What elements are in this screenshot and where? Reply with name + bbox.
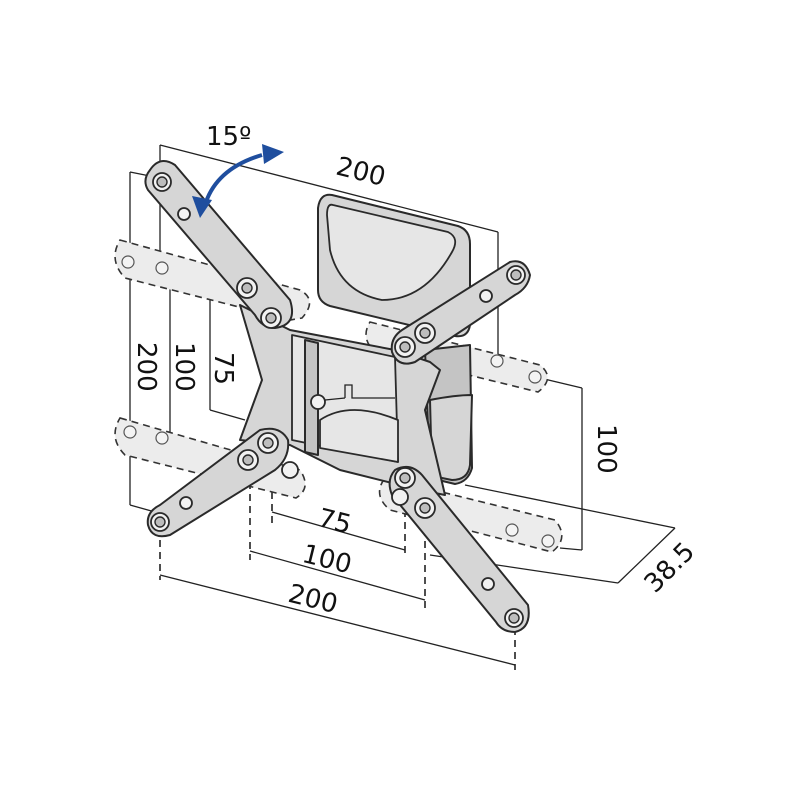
mounting-arms xyxy=(144,160,531,633)
dim-bottom-outer-width: 200 xyxy=(285,579,340,620)
dim-left-mid-height: 100 xyxy=(169,342,199,392)
tilt-arrow-icon xyxy=(192,144,284,218)
dimension-lines xyxy=(129,144,676,666)
wall-plate xyxy=(317,193,471,338)
dim-left-outer-height: 200 xyxy=(131,342,161,392)
dim-bottom-inner-width: 75 xyxy=(315,503,354,540)
dim-depth: 38.5 xyxy=(639,537,701,599)
dim-bottom-mid-width: 100 xyxy=(299,539,354,580)
tilt-label: 15º xyxy=(206,122,251,152)
dim-top-width: 200 xyxy=(333,152,388,193)
dim-right-height: 100 xyxy=(591,424,621,474)
dim-left-inner-height: 75 xyxy=(208,352,238,385)
